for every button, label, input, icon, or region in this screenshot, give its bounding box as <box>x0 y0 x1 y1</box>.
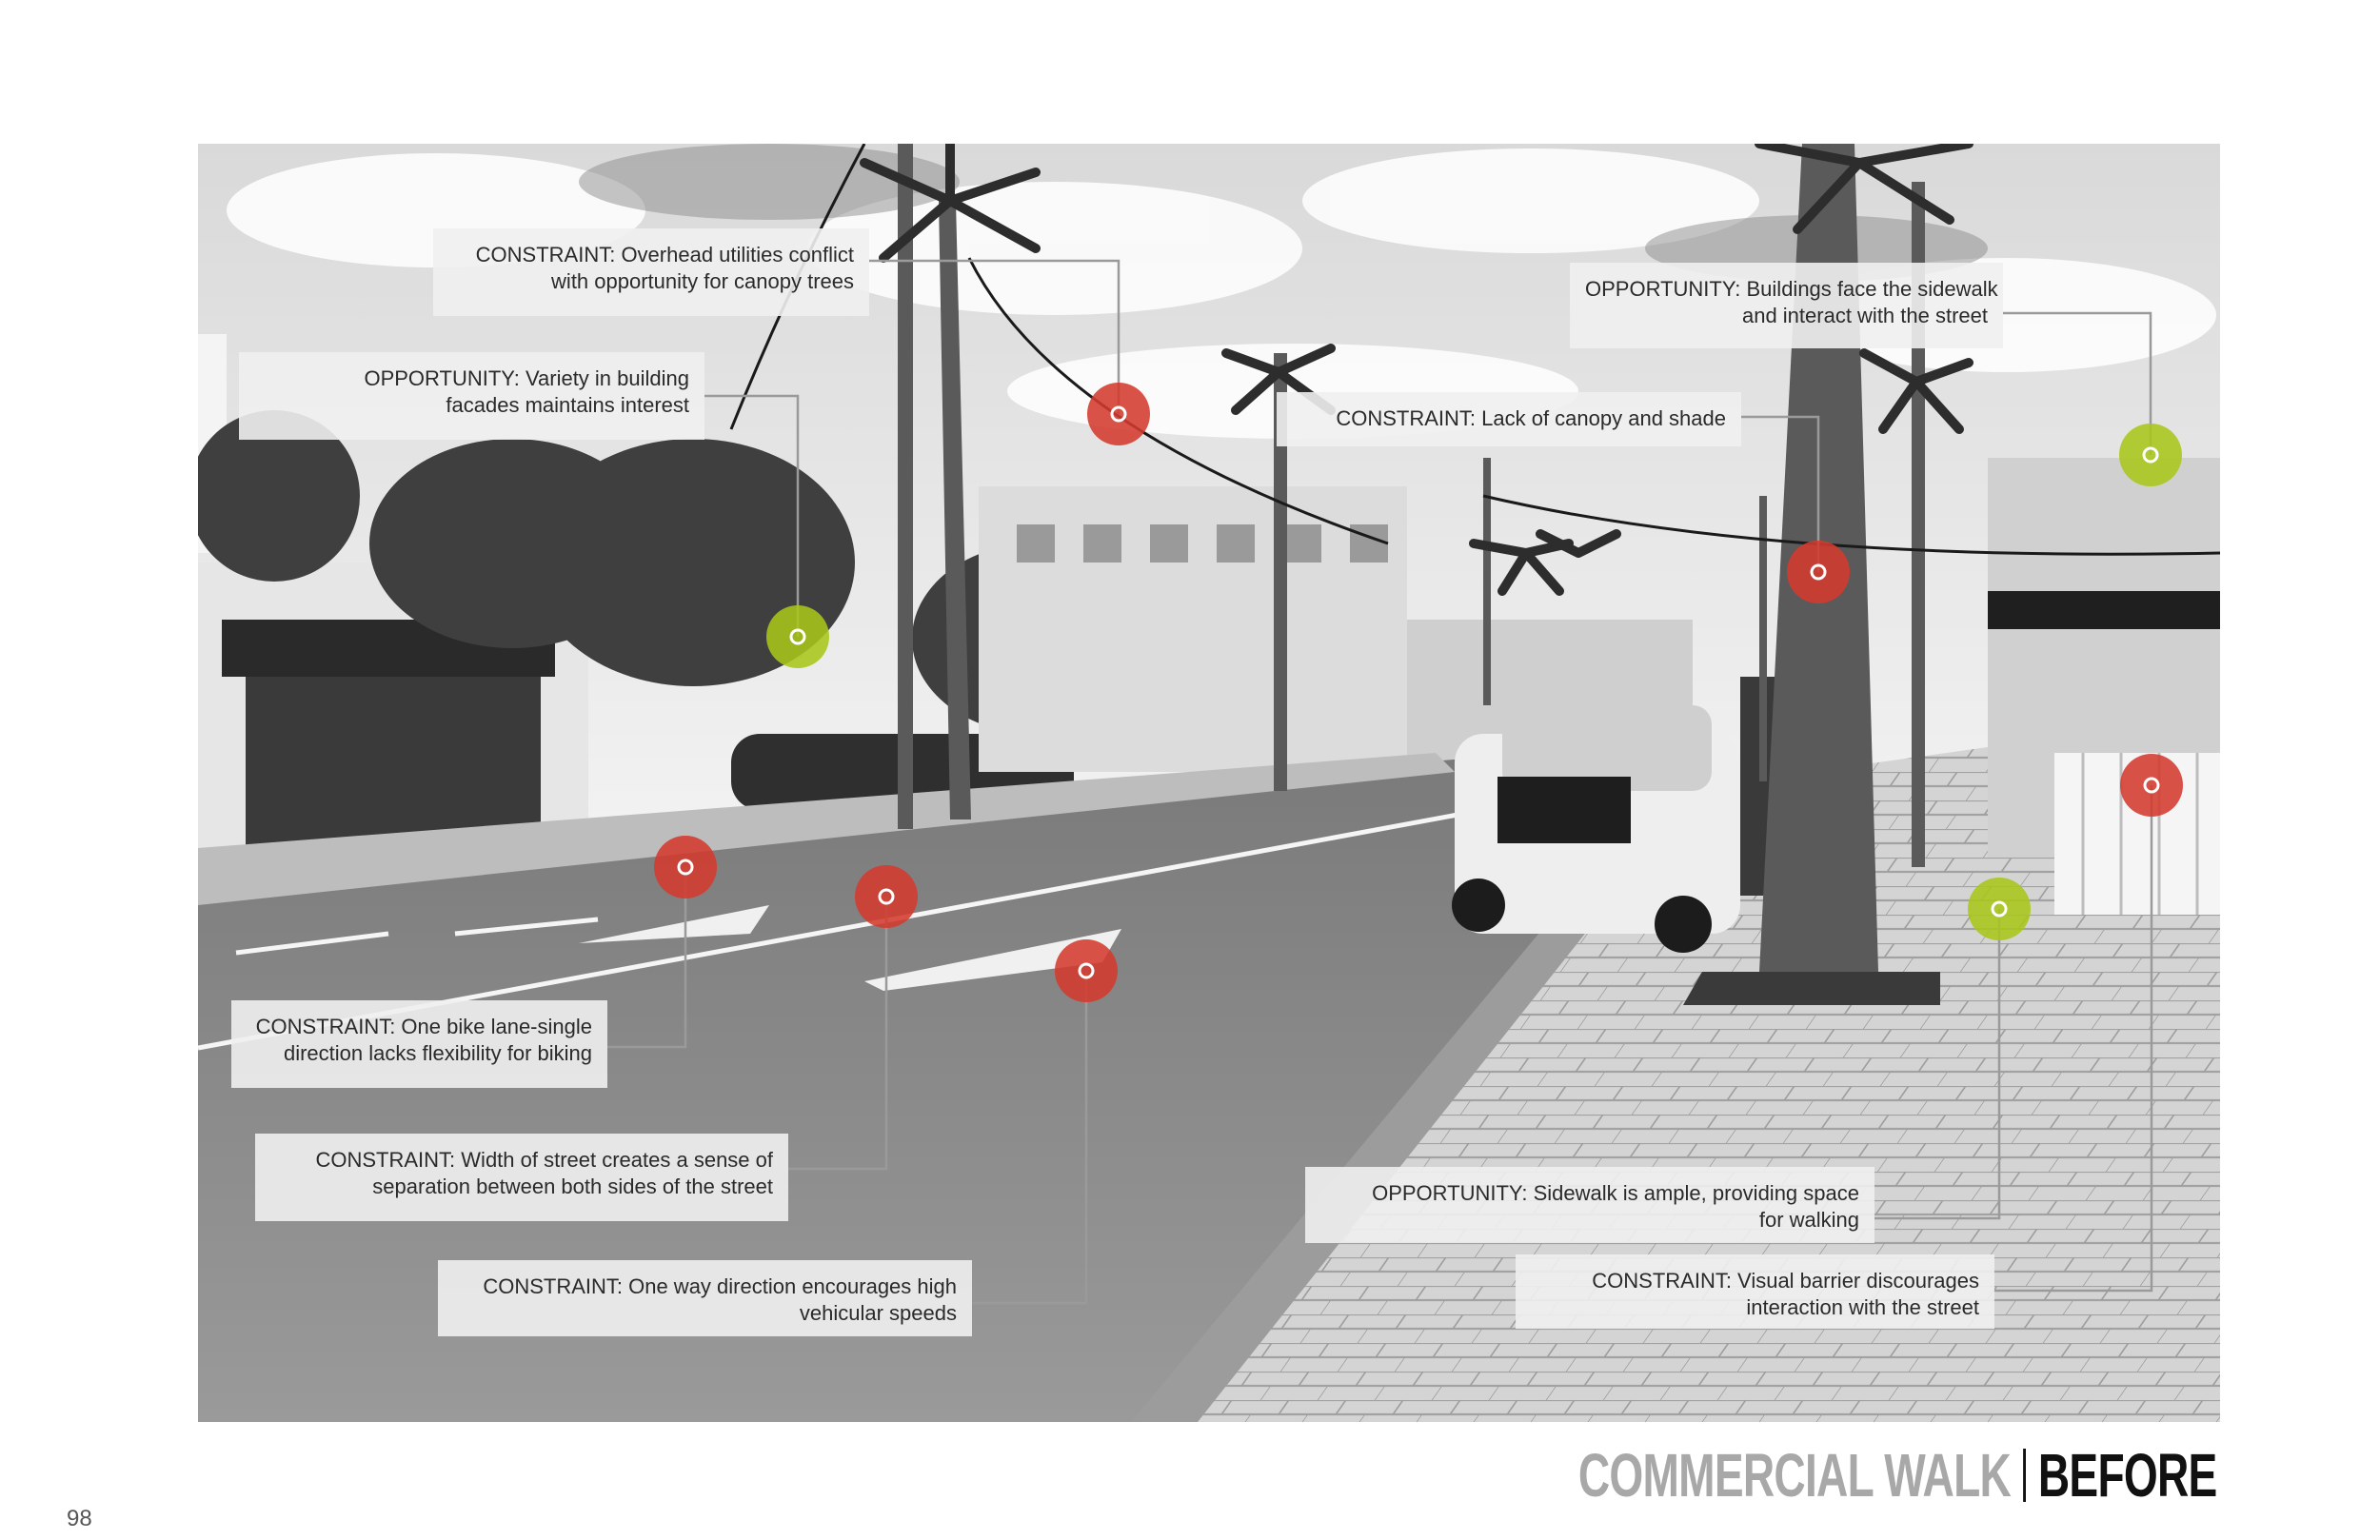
callout-line: CONSTRAINT: One bike lane-single <box>255 1015 592 1038</box>
callout-line: CONSTRAINT: One way direction encourages… <box>483 1274 957 1298</box>
callout-line: CONSTRAINT: Visual barrier discourages <box>1592 1269 1979 1293</box>
callout-one-way-direction: CONSTRAINT: One way direction encourages… <box>438 1260 972 1336</box>
callout-line: separation between both sides of the str… <box>372 1175 773 1198</box>
callout-bike-lane: CONSTRAINT: One bike lane-single directi… <box>231 1000 607 1088</box>
page-number: 98 <box>67 1506 92 1531</box>
title-divider <box>2023 1449 2027 1502</box>
callout-overhead-utilities: CONSTRAINT: Overhead utilities conflict … <box>433 228 869 316</box>
callout-street-width: CONSTRAINT: Width of street creates a se… <box>255 1134 788 1221</box>
section-title: COMMERCIAL WALK BEFORE <box>1578 1442 2217 1509</box>
callout-line: interaction with the street <box>1746 1295 1979 1319</box>
callout-line: with opportunity for canopy trees <box>551 269 854 293</box>
callout-line: and interact with the street <box>1741 304 1988 327</box>
callout-ample-sidewalk: OPPORTUNITY: Sidewalk is ample, providin… <box>1305 1167 1874 1243</box>
callout-line: CONSTRAINT: Overhead utilities conflict <box>475 243 854 267</box>
callout-line: OPPORTUNITY: Buildings face the sidewalk <box>1585 277 1998 301</box>
callout-lack-of-canopy: CONSTRAINT: Lack of canopy and shade <box>1277 392 1741 446</box>
section-title-accent: BEFORE <box>2038 1441 2217 1510</box>
callout-line: facades maintains interest <box>446 393 689 417</box>
callout-visual-barrier: CONSTRAINT: Visual barrier discourages i… <box>1516 1254 1994 1329</box>
callout-line: CONSTRAINT: Lack of canopy and shade <box>1336 406 1726 430</box>
callout-line: OPPORTUNITY: Variety in building <box>364 366 689 390</box>
callout-line: CONSTRAINT: Width of street creates a se… <box>315 1148 774 1172</box>
callout-line: direction lacks flexibility for biking <box>283 1041 592 1065</box>
callout-line: for walking <box>1758 1208 1859 1232</box>
section-title-main: COMMERCIAL WALK <box>1578 1441 2012 1510</box>
callout-line: vehicular speeds <box>799 1301 957 1325</box>
callout-line: OPPORTUNITY: Sidewalk is ample, providin… <box>1372 1181 1859 1205</box>
callout-building-facades: OPPORTUNITY: Variety in building facades… <box>239 352 704 440</box>
callout-buildings-face-sidewalk: OPPORTUNITY: Buildings face the sidewalk… <box>1570 263 2003 348</box>
